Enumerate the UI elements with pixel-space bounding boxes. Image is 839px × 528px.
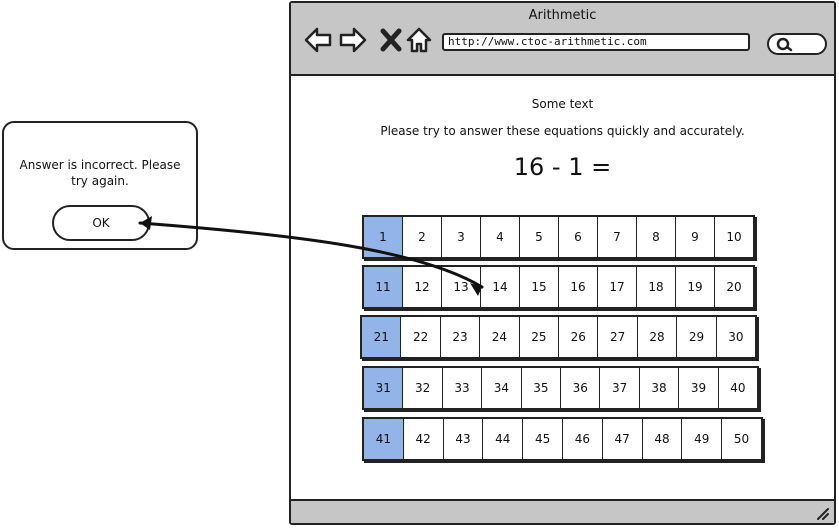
number-cell-21[interactable]: 21 xyxy=(362,317,402,357)
url-input[interactable]: http://www.ctoc-arithmetic.com xyxy=(442,33,750,51)
number-cell-28[interactable]: 28 xyxy=(638,317,678,357)
number-cell-44[interactable]: 44 xyxy=(483,419,524,459)
number-cell-29[interactable]: 29 xyxy=(677,317,717,357)
number-cell-41[interactable]: 41 xyxy=(364,419,404,459)
number-cell-24[interactable]: 24 xyxy=(480,317,520,357)
number-cell-39[interactable]: 39 xyxy=(679,368,719,408)
number-cell-25[interactable]: 25 xyxy=(520,317,560,357)
number-cell-46[interactable]: 46 xyxy=(563,419,603,459)
number-cell-22[interactable]: 22 xyxy=(401,317,441,357)
number-cell-10[interactable]: 10 xyxy=(726,230,742,244)
number-cell-16[interactable]: 16 xyxy=(559,267,598,307)
resize-handle-icon[interactable] xyxy=(814,505,830,521)
home-icon[interactable] xyxy=(404,25,434,55)
number-cell-15[interactable]: 15 xyxy=(520,267,559,307)
equation-text: 16 - 1 = xyxy=(513,153,612,181)
number-cell-32[interactable]: 32 xyxy=(403,368,443,408)
number-cell-49[interactable]: 49 xyxy=(682,419,723,459)
number-cell-33[interactable]: 33 xyxy=(443,368,483,408)
number-cell-5[interactable]: 5 xyxy=(520,217,559,257)
number-cell-50[interactable]: 50 xyxy=(733,432,750,446)
number-cell-31[interactable]: 31 xyxy=(364,368,404,408)
close-x-icon[interactable] xyxy=(376,25,406,55)
error-dialog: Answer is incorrect. Please try again. O… xyxy=(2,121,198,250)
number-cell-6[interactable]: 6 xyxy=(559,217,598,257)
number-cell-7[interactable]: 7 xyxy=(598,217,637,257)
search-button[interactable] xyxy=(767,33,827,55)
number-cell-4[interactable]: 4 xyxy=(481,217,520,257)
number-cell-42[interactable]: 42 xyxy=(404,419,444,459)
back-arrow-icon[interactable] xyxy=(303,25,333,55)
number-cell-45[interactable]: 45 xyxy=(523,419,563,459)
search-icon xyxy=(776,37,793,52)
number-cell-1[interactable]: 1 xyxy=(364,217,403,257)
browser-toolbar: Arithmetic http://www.ctoc-arithmetic.co… xyxy=(291,3,834,76)
number-cell-17[interactable]: 17 xyxy=(598,267,637,307)
number-cell-18[interactable]: 18 xyxy=(637,267,676,307)
number-cell-47[interactable]: 47 xyxy=(603,419,643,459)
number-cell-30[interactable]: 30 xyxy=(728,330,744,344)
number-cell-20[interactable]: 20 xyxy=(726,280,742,294)
number-cell-11[interactable]: 11 xyxy=(364,267,403,307)
number-cell-3[interactable]: 3 xyxy=(442,217,481,257)
number-cell-19[interactable]: 19 xyxy=(676,267,715,307)
forward-arrow-icon[interactable] xyxy=(338,25,368,55)
number-cell-2[interactable]: 2 xyxy=(403,217,442,257)
browser-status-bar xyxy=(291,499,834,523)
number-cell-14[interactable]: 14 xyxy=(481,267,520,307)
number-cell-9[interactable]: 9 xyxy=(676,217,715,257)
number-cell-13[interactable]: 13 xyxy=(442,267,481,307)
number-cell-38[interactable]: 38 xyxy=(640,368,680,408)
window-title: Arithmetic xyxy=(528,8,597,23)
number-cell-27[interactable]: 27 xyxy=(598,317,638,357)
number-cell-23[interactable]: 23 xyxy=(441,317,481,357)
number-cell-48[interactable]: 48 xyxy=(643,419,683,459)
number-cell-40[interactable]: 40 xyxy=(730,381,746,395)
page-heading: Some text xyxy=(531,97,594,111)
number-cell-34[interactable]: 34 xyxy=(482,368,522,408)
number-cell-26[interactable]: 26 xyxy=(559,317,599,357)
number-cell-12[interactable]: 12 xyxy=(403,267,442,307)
ok-button[interactable]: OK xyxy=(52,205,150,241)
number-cell-36[interactable]: 36 xyxy=(561,368,601,408)
number-cell-37[interactable]: 37 xyxy=(600,368,640,408)
number-cell-43[interactable]: 43 xyxy=(444,419,484,459)
page-instruction: Please try to answer these equations qui… xyxy=(380,124,745,138)
dialog-message: Answer is incorrect. Please try again. xyxy=(19,158,181,188)
number-cell-8[interactable]: 8 xyxy=(637,217,676,257)
number-cell-35[interactable]: 35 xyxy=(522,368,562,408)
